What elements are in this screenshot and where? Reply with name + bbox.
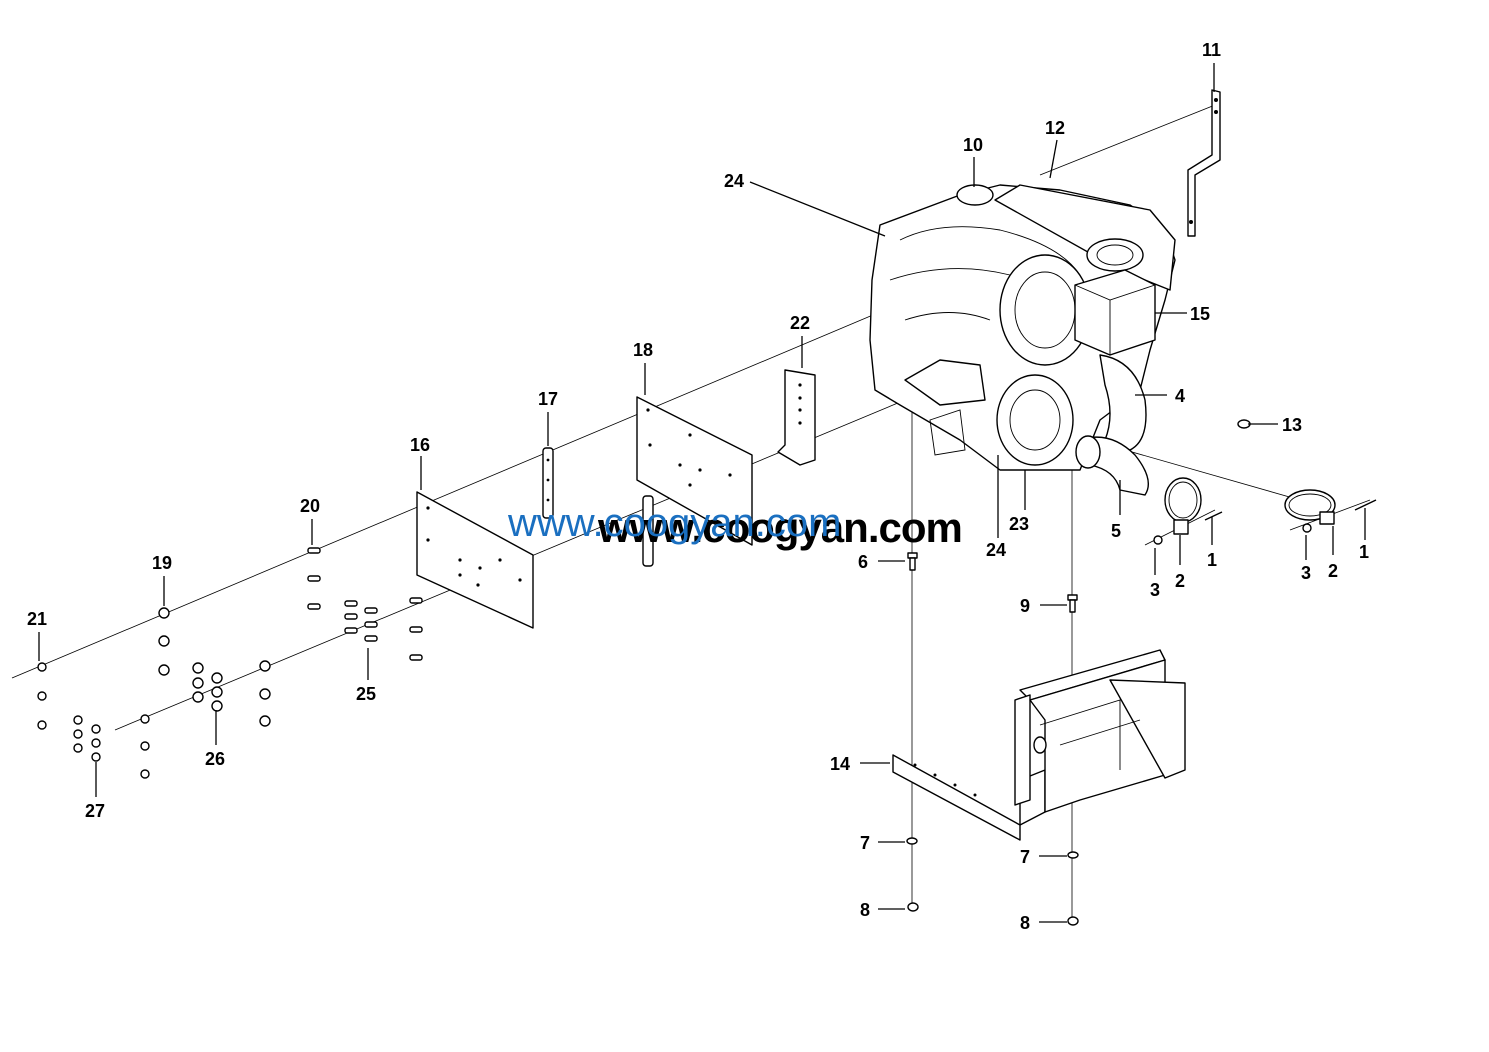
callout-25: 25 [356, 684, 376, 704]
callout-26: 26 [205, 749, 225, 769]
bolt-6 [907, 552, 918, 571]
callout-20: 20 [300, 496, 320, 516]
callout-7-left: 7 [860, 833, 870, 853]
callout-15: 15 [1190, 304, 1210, 324]
callout-7-right: 7 [1020, 847, 1030, 867]
callout-2-left: 2 [1175, 571, 1185, 591]
callout-23: 23 [1009, 514, 1029, 534]
callout-21: 21 [27, 609, 47, 629]
watermark-blue: www.coogyan.com [507, 501, 841, 545]
leader-lines [38, 63, 1366, 923]
callout-18: 18 [633, 340, 653, 360]
callout-9: 9 [1020, 596, 1030, 616]
callout-1-right: 1 [1359, 542, 1369, 562]
callout-3-left: 3 [1150, 580, 1160, 600]
callout-17: 17 [538, 389, 558, 409]
washers-26 [192, 662, 223, 712]
callout-numbers: 11 12 10 24 15 22 18 4 17 13 16 20 23 5 … [27, 40, 1369, 933]
nuts-21 [37, 662, 150, 779]
watermark: www.coogyan.com www.coogyan.com [507, 501, 963, 551]
callout-10: 10 [963, 135, 983, 155]
watermark-black: www.coogyan.com [597, 504, 962, 551]
callout-22: 22 [790, 313, 810, 333]
callout-27: 27 [85, 801, 105, 821]
callout-11: 11 [1202, 40, 1221, 60]
callout-8-right: 8 [1020, 913, 1030, 933]
callout-1-left: 1 [1207, 550, 1217, 570]
callout-12: 12 [1045, 118, 1065, 138]
washers-19 [158, 607, 271, 727]
part-17-strip [542, 447, 654, 567]
part-16-plate [416, 491, 534, 629]
nuts-27 [73, 715, 101, 762]
callout-24-top: 24 [724, 171, 744, 191]
callout-14: 14 [830, 754, 850, 774]
callout-16: 16 [410, 435, 430, 455]
callout-13: 13 [1282, 415, 1302, 435]
callout-6: 6 [858, 552, 868, 572]
bolts-25 [344, 597, 423, 661]
part-14-frame [892, 649, 1186, 841]
callout-2-right: 2 [1328, 561, 1338, 581]
part-11-bracket [1187, 89, 1221, 237]
part-18-plate [636, 396, 753, 546]
part-22-bracket [777, 369, 816, 466]
nuts-8 [907, 902, 1079, 926]
clamp-left [1153, 477, 1223, 545]
callout-19: 19 [152, 553, 172, 573]
callout-5: 5 [1111, 521, 1121, 541]
clamp-right [1284, 489, 1377, 533]
washers-7 [906, 837, 1079, 859]
engine-assembly [869, 184, 1176, 496]
bolt-9 [1067, 594, 1078, 613]
callout-24-bottom: 24 [986, 540, 1006, 560]
callout-3-right: 3 [1301, 563, 1311, 583]
bolts-20 [307, 547, 321, 610]
callout-4: 4 [1175, 386, 1185, 406]
callout-8-left: 8 [860, 900, 870, 920]
